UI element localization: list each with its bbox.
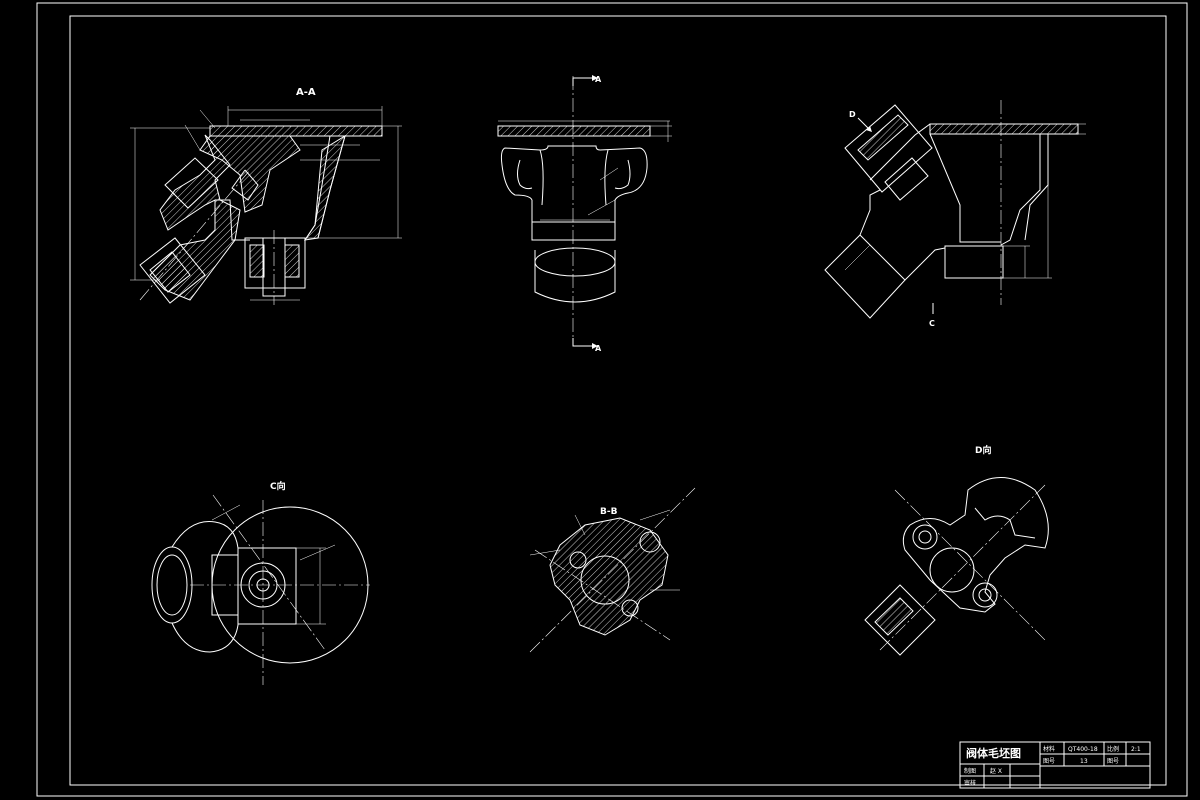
checker-label: 审核 (964, 779, 976, 787)
side-arrow-label-c: C (929, 319, 935, 328)
outer-border (36, 2, 1188, 797)
front-arrow-label-bottom: A (595, 344, 602, 353)
section-bb-view: B-B (529, 487, 696, 653)
section-aa-title: A-A (296, 87, 316, 98)
sheet-label: 图号 (1107, 758, 1119, 765)
view-d: D向 (864, 444, 1049, 656)
view-c-title: C向 (270, 480, 286, 492)
designer-value: 赵 X (990, 767, 1002, 775)
drawing-no-label: 图号 (1043, 758, 1055, 765)
drawing-name: 阀体毛坯图 (966, 746, 1021, 760)
material-value: QT400-18 (1068, 746, 1098, 753)
designer-label: 制图 (964, 767, 976, 775)
front-view: A A (497, 75, 672, 353)
drawing-no-value: 13 (1080, 758, 1088, 765)
section-aa-view: A-A (130, 87, 402, 305)
side-arrow-label-d: D (849, 110, 856, 119)
scale-label: 比例 (1107, 745, 1119, 753)
inner-border (69, 15, 1167, 786)
front-arrow-label-top: A (595, 75, 602, 84)
side-view: D C (824, 100, 1086, 328)
material-label: 材料 (1043, 745, 1055, 753)
title-block: 阀体毛坯图 材料 QT400-18 比例 2:1 图号 13 图号 制图 赵 X… (959, 741, 1151, 789)
section-bb-title: B-B (600, 507, 618, 517)
scale-value: 2:1 (1131, 746, 1141, 753)
view-d-title: D向 (975, 444, 991, 456)
view-c: C向 (151, 480, 370, 685)
